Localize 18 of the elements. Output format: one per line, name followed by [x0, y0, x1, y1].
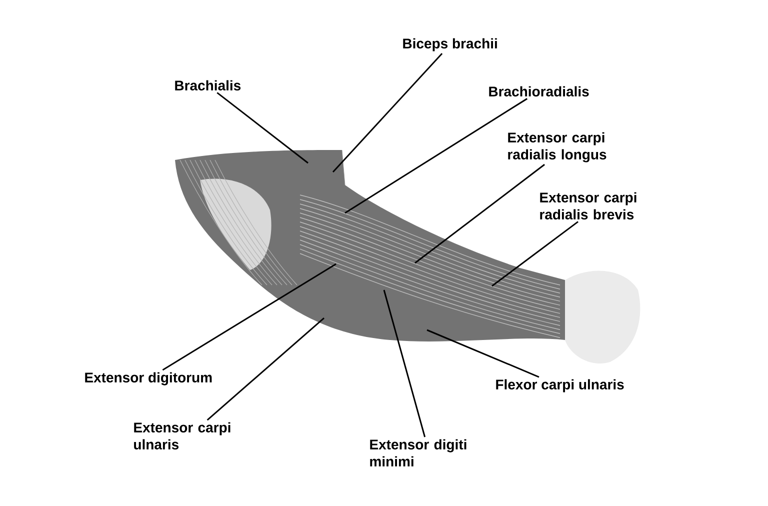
muscle-label: Extensor carpi ulnaris — [134, 422, 230, 450]
leader-line — [426, 329, 540, 378]
muscle-label: Biceps brachii — [403, 38, 497, 52]
leader-line — [332, 52, 443, 172]
leader-line — [344, 98, 528, 214]
leader-line — [216, 92, 308, 164]
leader-line — [162, 263, 336, 371]
leader-line — [414, 164, 545, 264]
muscle-label: Extensor digitorum — [85, 372, 212, 386]
leader-line — [383, 290, 426, 438]
muscle-label: Extensor carpi radialis longus — [508, 132, 606, 162]
muscle-label: Extensor digiti minimi — [370, 439, 466, 466]
leader-line — [492, 221, 578, 287]
leader-line — [206, 317, 324, 421]
muscle-label: Brachialis — [175, 80, 241, 90]
muscle-label: Flexor carpi ulnaris — [496, 379, 624, 392]
muscle-label: Brachioradialis — [489, 86, 589, 96]
muscle-label: Extensor carpi radialis brevis — [540, 192, 636, 220]
